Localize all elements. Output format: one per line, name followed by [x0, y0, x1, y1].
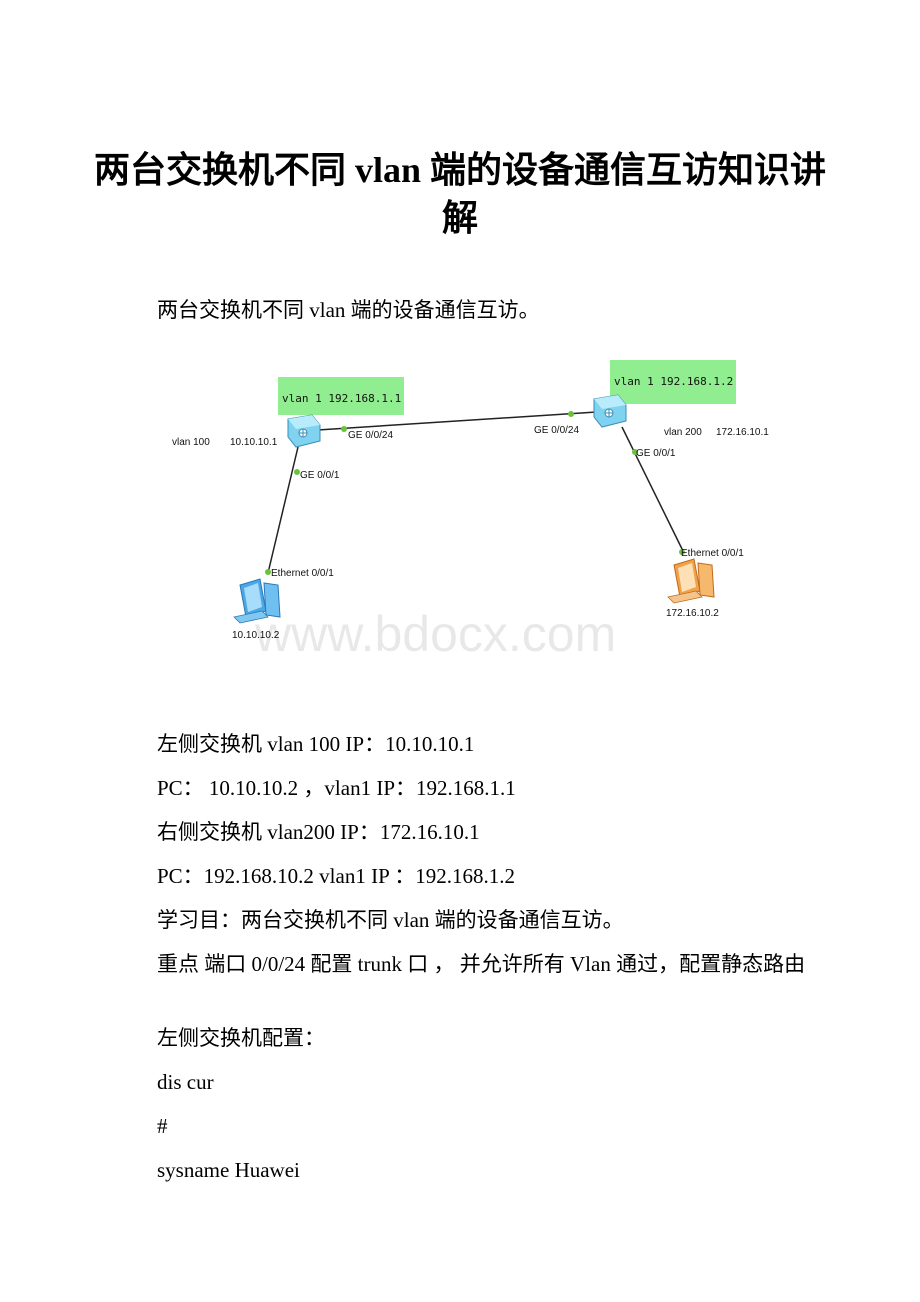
line-pc-vlan1-right: PC：192.168.10.2 vlan1 IP ：192.168.1.2 [157, 864, 515, 888]
right-vlan1-label-box [610, 360, 736, 404]
config-line-hash: # [157, 1114, 168, 1138]
line-right-switch-vlan200: 右侧交换机 vlan200 IP：172.16.10.1 [157, 820, 480, 844]
line-key-point: 重点 端口 0/0/24 配置 trunk 口 ， 并允许所有 Vlan 通过，… [157, 952, 806, 976]
right-pc-icon[interactable] [667, 558, 715, 604]
line-left-switch-vlan100: 左侧交换机 vlan 100 IP：10.10.10.1 [157, 732, 475, 756]
left-vlan-ip: 10.10.10.1 [230, 437, 278, 448]
right-access-port-label: GE 0/0/1 [636, 448, 676, 459]
watermark: www.bdocx.com [254, 606, 616, 655]
right-switch-icon[interactable] [593, 394, 627, 428]
right-trunk-port-dot [568, 411, 574, 417]
right-vlan1-label: vlan 1 192.168.1.2 [614, 375, 733, 388]
line-left-config-heading: 左侧交换机配置： [157, 1026, 325, 1050]
intro-paragraph: 两台交换机不同 vlan 端的设备通信互访。 [157, 298, 540, 322]
left-pc-icon[interactable] [233, 578, 281, 624]
right-pc-port-dot [679, 549, 685, 555]
left-pc-port-dot [265, 569, 271, 575]
left-pc-ip: 10.10.10.2 [232, 630, 280, 641]
right-pc-port-label: Ethernet 0/0/1 [681, 548, 744, 559]
right-trunk-port-label: GE 0/0/24 [534, 425, 579, 436]
left-pc-port-label: Ethernet 0/0/1 [271, 568, 334, 579]
line-pc-vlan1: PC： 10.10.10.2 ，vlan1 IP：192.168.1.1 [157, 776, 516, 800]
right-access-link [621, 426, 685, 554]
left-access-link [267, 446, 299, 574]
right-vlan-ip: 172.16.10.1 [716, 427, 769, 438]
topology-svg: vlan 1 192.168.1.1 vlan 1 192.168.1.2 vl… [172, 360, 769, 655]
left-trunk-port-dot [341, 426, 347, 432]
left-access-port-dot [294, 469, 300, 475]
left-vlan1-label-box [278, 377, 404, 415]
left-switch-icon[interactable] [287, 414, 321, 448]
left-trunk-port-label: GE 0/0/24 [348, 430, 393, 441]
config-line-sysname: sysname Huawei [157, 1158, 300, 1182]
left-access-port-label: GE 0/0/1 [300, 470, 340, 481]
line-learning-goal: 学习目：两台交换机不同 vlan 端的设备通信互访。 [157, 908, 624, 932]
right-vlan-name: vlan 200 [664, 427, 702, 438]
right-pc-ip: 172.16.10.2 [666, 608, 719, 619]
config-line-dis-cur: dis cur [157, 1070, 214, 1094]
left-vlan1-label: vlan 1 192.168.1.1 [282, 392, 401, 405]
trunk-link [301, 410, 613, 432]
document-title: 两台交换机不同 vlan 端的设备通信互访知识讲解 [93, 150, 827, 238]
right-access-port-dot [632, 449, 638, 455]
left-vlan-name: vlan 100 [172, 437, 210, 448]
network-topology-diagram: vlan 1 192.168.1.1 vlan 1 192.168.1.2 vl… [160, 355, 780, 655]
